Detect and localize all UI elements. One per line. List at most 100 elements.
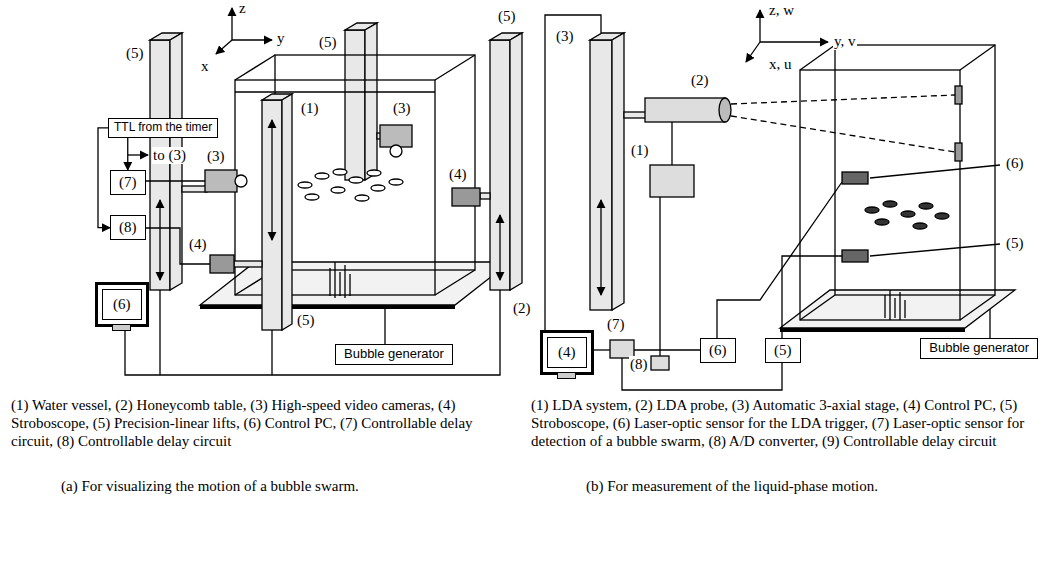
- linear-lift: [345, 30, 365, 180]
- axis-label: z, w: [768, 2, 795, 19]
- bubble-swarm: [919, 203, 933, 209]
- node-text: (6): [709, 342, 727, 359]
- control-pc: (4): [540, 330, 594, 375]
- bubble-plume: [339, 272, 340, 296]
- linear-lift: [271, 120, 272, 240]
- bubble-plume: [899, 292, 900, 320]
- monitor-stand: [112, 324, 131, 331]
- node-text: (8): [119, 219, 137, 236]
- linear-lift: [282, 94, 292, 330]
- water-vessel: [435, 270, 475, 295]
- apparatus-drawing: [125, 8, 1015, 390]
- linear-lift: [159, 200, 160, 280]
- honeycomb-table: [200, 305, 455, 309]
- bubble-plume: [384, 309, 385, 344]
- three-axial-stage: [612, 33, 624, 310]
- callout-number: (4): [448, 166, 468, 183]
- bubble-generator-box: Bubble generator: [920, 338, 1038, 359]
- callout-number: (5): [497, 8, 517, 25]
- honeycomb-table: [200, 262, 510, 305]
- bubble-swarm: [913, 223, 927, 229]
- bubble-swarm: [865, 201, 949, 229]
- axis-label: z: [238, 0, 247, 17]
- linear-lift: [490, 33, 522, 290]
- signal-wire: [146, 180, 205, 181]
- laser-beam: [731, 95, 955, 104]
- water-vessel: [800, 45, 835, 70]
- leader-line: [870, 244, 1000, 256]
- signal-wire: [125, 290, 500, 375]
- bubble-swarm: [875, 219, 889, 225]
- ad-converter: [651, 356, 669, 370]
- axis-label: x: [200, 58, 210, 75]
- linear-lift: [365, 23, 377, 180]
- signal-wire: [128, 154, 148, 155]
- laser-beam: [731, 95, 955, 152]
- bubble-plume: [329, 268, 330, 296]
- lda-probe: [645, 98, 731, 122]
- lda-system: [659, 197, 660, 356]
- linear-lift: [262, 100, 282, 330]
- three-axial-stage: [600, 200, 601, 295]
- bubble-plume: [889, 290, 890, 320]
- callout-number: (2): [512, 300, 532, 317]
- three-axial-stage: [624, 112, 646, 118]
- bubble-swarm: [371, 185, 385, 191]
- honeycomb-table: [989, 309, 990, 338]
- stroboscope: [210, 255, 234, 273]
- panel-caption: (a) For visualizing the motion of a bubb…: [60, 478, 360, 495]
- water-vessel: [800, 70, 960, 320]
- water-vessel: [835, 45, 995, 295]
- bubble-swarm: [367, 170, 381, 176]
- signal-wire: [159, 290, 160, 375]
- honeycomb-table: [200, 262, 510, 307]
- axis-label: x, u: [768, 56, 793, 73]
- water-vessel: [235, 91, 435, 92]
- signal-wire: [125, 155, 500, 375]
- axis-arrows: [760, 41, 828, 42]
- high-speed-camera: [205, 170, 237, 192]
- signal-box: TTL from the timer: [108, 118, 218, 138]
- bubble-plume: [334, 262, 335, 298]
- sensor-box: (6): [700, 338, 736, 363]
- node-text: (6): [102, 289, 142, 320]
- bubble-swarm: [865, 207, 879, 213]
- axis-arrows: [232, 39, 272, 40]
- high-speed-camera: [377, 125, 412, 157]
- lda-probe: [719, 98, 731, 122]
- water-vessel: [235, 55, 275, 80]
- bubble-plume: [884, 295, 885, 318]
- water-vessel: [800, 295, 835, 320]
- bubble-swarm: [883, 201, 897, 207]
- node-text: Bubble generator: [929, 341, 1029, 356]
- delay-circuit-box: (7): [110, 170, 146, 195]
- water-vessel: [960, 45, 995, 70]
- bubble-swarm: [935, 213, 949, 219]
- water-vessel: [275, 55, 475, 270]
- signal-note: to (3): [152, 147, 187, 164]
- bubble-swarm: [901, 211, 915, 217]
- callout-number: (2): [690, 72, 710, 89]
- bubble-generator-box: Bubble generator: [335, 344, 453, 365]
- high-speed-camera: [380, 125, 412, 147]
- linear-lift: [510, 33, 522, 290]
- lda-system: [671, 122, 672, 165]
- callout-number: (4): [188, 236, 208, 253]
- stroboscope: [210, 255, 262, 273]
- lda-system: [650, 122, 694, 356]
- figure-legend-text: (1) LDA system, (2) LDA probe, (3) Autom…: [530, 396, 1037, 450]
- bubble-swarm: [298, 182, 312, 188]
- axis-arrows: [231, 8, 232, 40]
- control-pc: (6): [95, 282, 149, 327]
- water-vessel: [800, 45, 995, 320]
- bubble-plume: [885, 290, 905, 320]
- axis-arrows: [216, 40, 232, 54]
- laser-optic-sensor: [842, 250, 868, 262]
- bubble-swarm: [315, 173, 329, 179]
- linear-lift: [345, 23, 377, 180]
- bubble-plume: [349, 274, 350, 296]
- delay-circuit-box: (8): [110, 215, 146, 240]
- callout-number: (3): [555, 28, 575, 45]
